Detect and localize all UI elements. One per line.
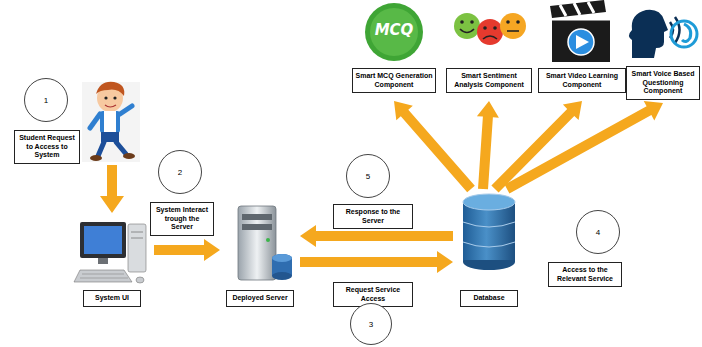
flow-arrow (477, 101, 499, 189)
node-text: 2 (178, 168, 182, 177)
node-text: Access to the Relevant Service (552, 266, 618, 283)
database-cylinder (463, 194, 515, 270)
component-box: Smart Sentiment Analysis Component (446, 2, 532, 98)
node-text: Smart Voice Based Questioning Component (626, 66, 700, 100)
logo-text: MCQ (370, 21, 418, 39)
node-text: Smart Sentiment Analysis Component (446, 68, 532, 93)
step-label-box: System Interact trough the Server (150, 202, 214, 236)
node-text: 3 (369, 320, 373, 329)
node-text: Student Request to Access to System (18, 134, 76, 160)
component-box: Smart MCQ Generation Component (352, 2, 436, 98)
student-figure (82, 82, 140, 162)
mcq-logo (365, 3, 423, 61)
component-box: Smart Video Learning Component (538, 2, 626, 98)
database-box: Database (455, 185, 523, 314)
node-text: Smart MCQ Generation Component (352, 68, 436, 93)
node-text: 1 (44, 96, 48, 105)
step-label-box: Access to the Relevant Service (548, 262, 622, 287)
server-box: Deployed Server (222, 200, 298, 314)
step-circle: 1 (24, 78, 68, 122)
flow-arrow (491, 101, 582, 193)
flow-arrow (300, 251, 453, 273)
node-text: System UI (83, 290, 141, 307)
node-text: Response to the Server (337, 208, 409, 225)
node-text: Request Service Access (337, 286, 409, 303)
node-text: Database (460, 290, 518, 307)
node-text: 5 (366, 172, 370, 181)
step-circle: 5 (346, 154, 390, 198)
step-label-box: Response to the Server (333, 204, 413, 229)
step-circle: 3 (350, 303, 392, 345)
node-text: Smart Video Learning Component (538, 68, 626, 93)
node-text: Deployed Server (226, 290, 294, 307)
flow-arrow (505, 101, 663, 193)
voice-icon (628, 4, 700, 62)
server-icon (238, 206, 292, 280)
system-ui-box: System UI (72, 214, 152, 314)
step-circle: 4 (576, 210, 620, 254)
sentiment-faces (454, 13, 526, 45)
step-label-box: Student Request to Access to System (14, 130, 80, 164)
flow-arrow (100, 165, 124, 213)
node-text: System Interact trough the Server (154, 206, 210, 232)
flow-arrow (154, 239, 220, 261)
computer-icon (74, 222, 146, 283)
node-text: 4 (596, 228, 600, 237)
video-clapperboard (550, 0, 610, 62)
step-circle: 2 (158, 150, 202, 194)
component-box: Smart Voice Based Questioning Component (626, 2, 700, 100)
flow-arrow (394, 101, 475, 192)
